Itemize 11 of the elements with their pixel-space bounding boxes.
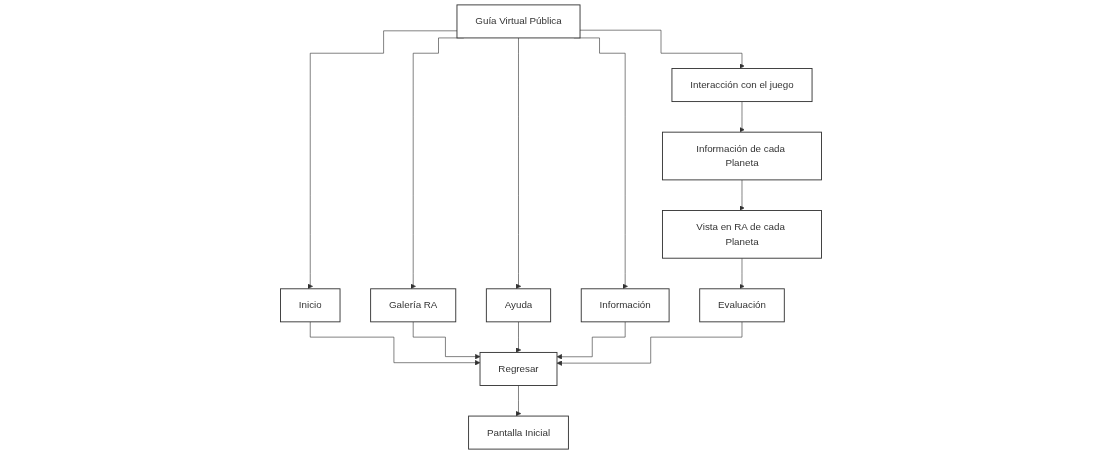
node-box: Evaluación [699,288,785,323]
node-box: Ayuda [485,288,552,323]
node-box: Galería RA [370,288,457,323]
node-box: Inicio [280,288,341,323]
node-box: Pantalla Inicial [468,415,569,450]
node-box: Regresar [479,351,558,386]
node-box: Guía Virtual Pública [456,4,581,39]
node-box: Información [580,288,670,323]
node-box: Información de cada Planeta [662,131,822,181]
node-box: Interacción con el juego [671,68,813,103]
node-box: Vista en RA de cada Planeta [662,210,822,259]
